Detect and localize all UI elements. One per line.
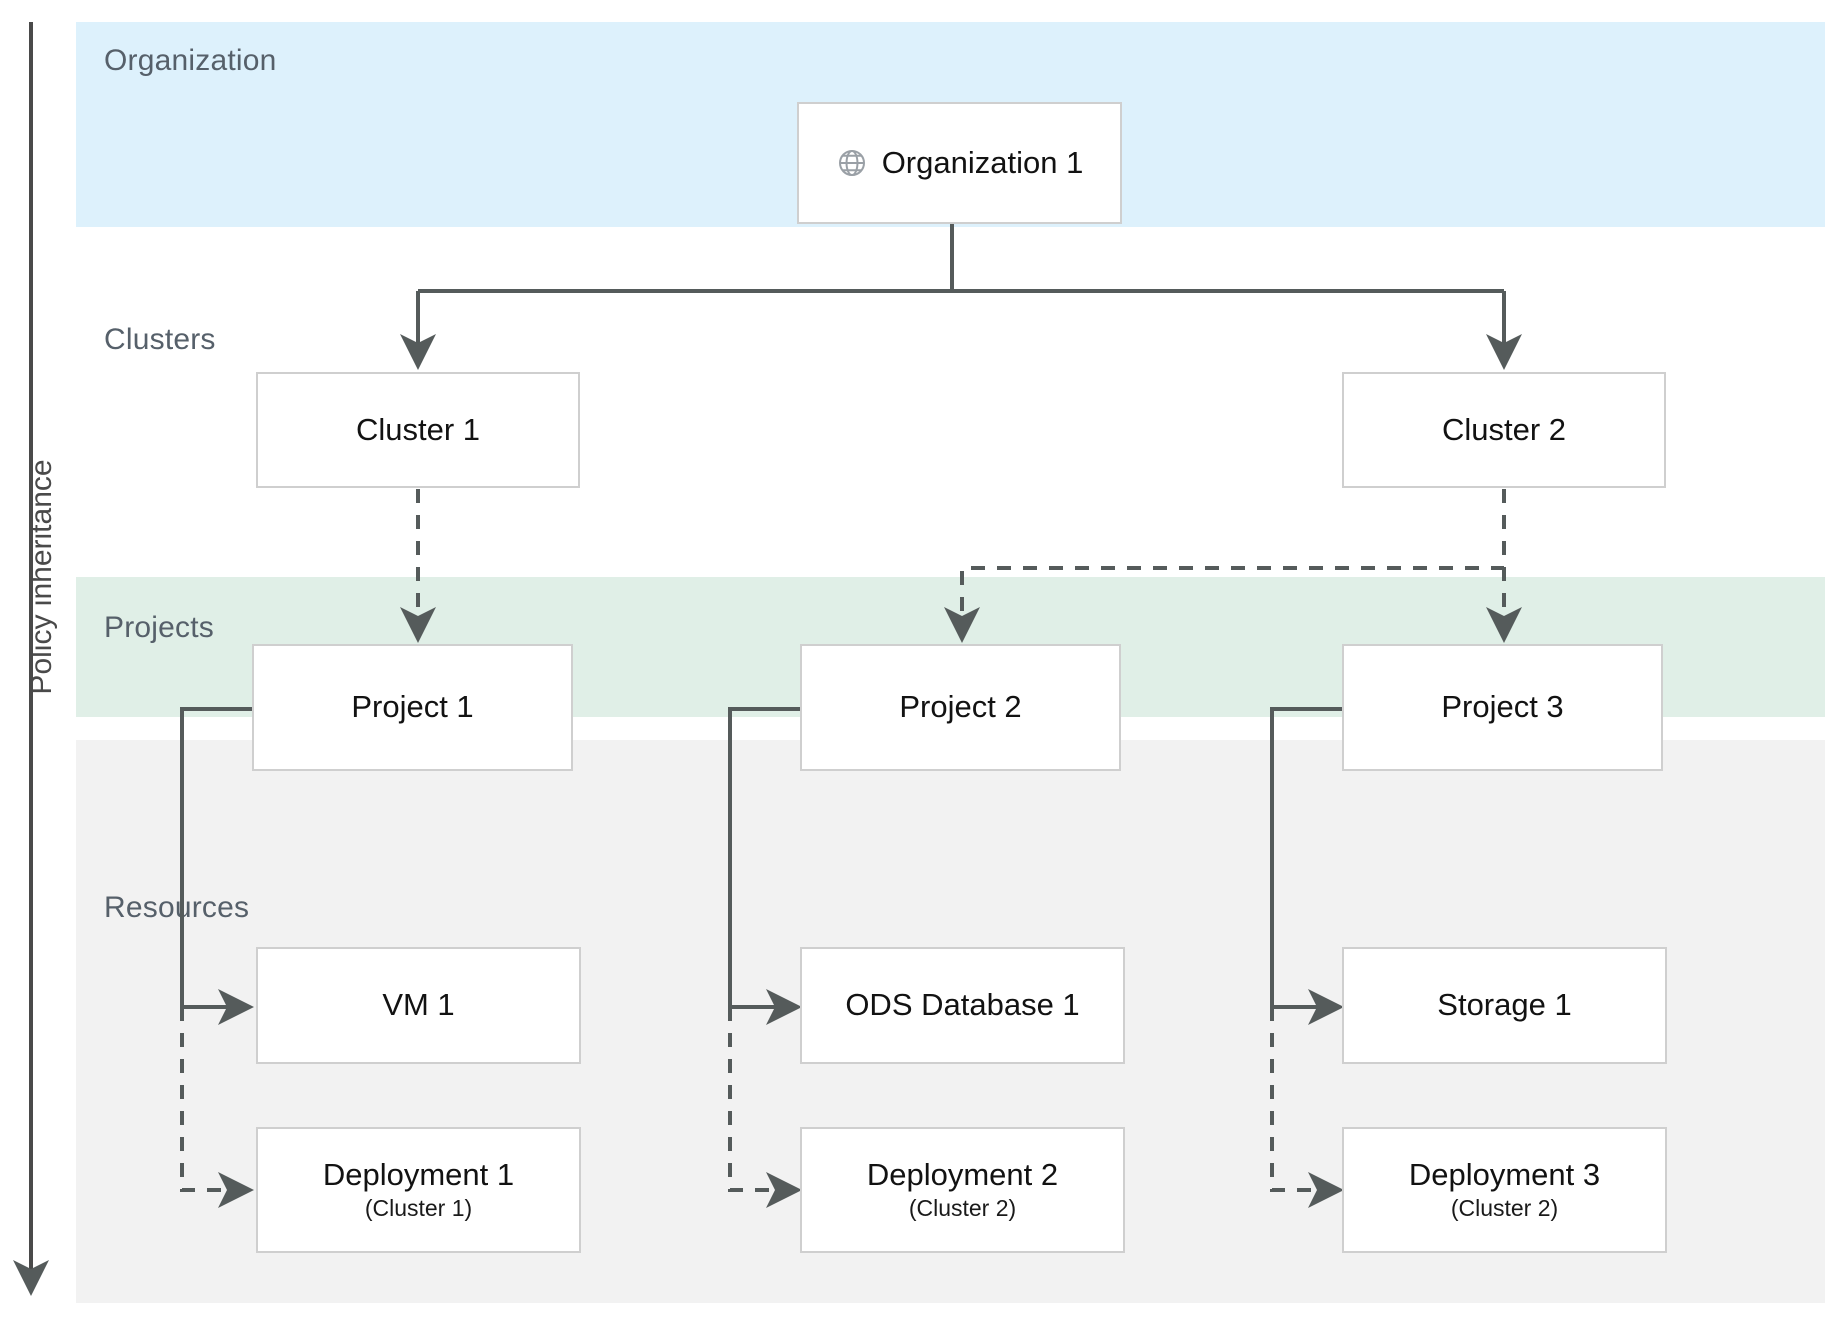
node-cluster-2[interactable]: Cluster 2 (1342, 372, 1666, 488)
node-project-1[interactable]: Project 1 (252, 644, 573, 771)
node-title: Storage 1 (1437, 987, 1572, 1023)
node-title: Deployment 1 (322, 1156, 515, 1192)
node-title: Project 1 (351, 689, 474, 725)
node-deployment-1[interactable]: Deployment 1 (Cluster 1) (256, 1127, 581, 1253)
node-storage-1[interactable]: Storage 1 (1342, 947, 1667, 1064)
node-title: Project 3 (1441, 689, 1564, 725)
node-ods-database-1[interactable]: ODS Database 1 (800, 947, 1125, 1064)
node-title: Deployment 2 (866, 1156, 1059, 1192)
node-project-3[interactable]: Project 3 (1342, 644, 1663, 771)
node-subtitle: (Cluster 2) (1450, 1195, 1559, 1222)
band-label-projects: Projects (104, 611, 214, 644)
node-title: Cluster 2 (1441, 411, 1567, 447)
node-title: ODS Database 1 (845, 987, 1080, 1023)
node-title: Cluster 1 (355, 411, 481, 447)
node-title: Deployment 3 (1408, 1156, 1601, 1192)
node-cluster-1[interactable]: Cluster 1 (256, 372, 580, 488)
node-title: VM 1 (382, 987, 455, 1023)
globe-icon (836, 147, 868, 179)
band-label-organization: Organization (104, 44, 277, 77)
node-title: Organization 1 (881, 144, 1084, 180)
node-subtitle: (Cluster 1) (364, 1195, 473, 1222)
node-title: Project 2 (899, 689, 1022, 725)
node-deployment-3[interactable]: Deployment 3 (Cluster 2) (1342, 1127, 1667, 1253)
node-vm-1[interactable]: VM 1 (256, 947, 581, 1064)
band-label-clusters: Clusters (104, 323, 216, 356)
node-deployment-2[interactable]: Deployment 2 (Cluster 2) (800, 1127, 1125, 1253)
node-project-2[interactable]: Project 2 (800, 644, 1121, 771)
node-organization-1[interactable]: Organization 1 (797, 102, 1122, 224)
band-label-resources: Resources (104, 891, 250, 924)
node-subtitle: (Cluster 2) (908, 1195, 1017, 1222)
policy-inheritance-label: Policy inheritance (25, 459, 58, 695)
